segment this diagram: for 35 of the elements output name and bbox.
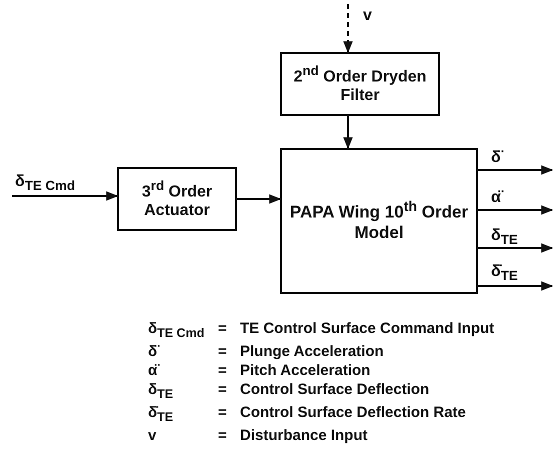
symbol-text: δ$_{TE}$ <box>148 381 174 403</box>
symbol-text: v <box>148 427 158 445</box>
definition-text: Pitch Acceleration <box>240 362 372 380</box>
equals-sign: = <box>218 343 228 361</box>
definition-text: Control Surface Deflection <box>240 381 430 400</box>
signal-label: δ$_{TE}$ <box>490 228 519 247</box>
definition-text: TE Control Surface Command Input <box>240 320 494 339</box>
arrow <box>343 116 353 150</box>
equals-sign: = <box>218 427 228 445</box>
definition-text: Plunge Acceleration <box>240 343 385 361</box>
signal-label: δ̇$_{TE}$ <box>490 264 519 283</box>
symbol-text: δ̇$_{TE}$ <box>148 404 174 426</box>
symbol-text: δ̈ <box>148 343 160 361</box>
block-label: PAPA Wing 10$^{th}$ Order Model <box>288 198 470 244</box>
definition-text: Control Surface Deflection Rate <box>240 404 467 423</box>
symbol-text: α̈ <box>148 362 218 380</box>
equals-sign: = <box>218 362 228 380</box>
arrow <box>478 205 554 215</box>
equals-sign: = <box>218 320 228 339</box>
arrow <box>478 281 554 291</box>
equals-sign: = <box>218 404 228 423</box>
symbol-text: δ$_{TE Cmd}$ <box>148 320 206 342</box>
equals-sign: = <box>218 381 228 400</box>
block-label: 3$^{rd}$ Order Actuator <box>140 178 214 220</box>
block-label: 2$^{nd}$ Order Dryden Filter <box>292 62 428 106</box>
arrow <box>478 243 554 253</box>
arrow <box>478 165 554 175</box>
arrow <box>12 191 118 201</box>
arrow <box>343 4 353 54</box>
block-box <box>280 148 478 294</box>
block-box <box>117 167 237 231</box>
block-box <box>280 52 440 116</box>
signal-label: δ$_{TE Cmd}$ <box>14 174 76 193</box>
arrow <box>237 194 282 204</box>
definition-text: Disturbance Input <box>240 427 369 445</box>
